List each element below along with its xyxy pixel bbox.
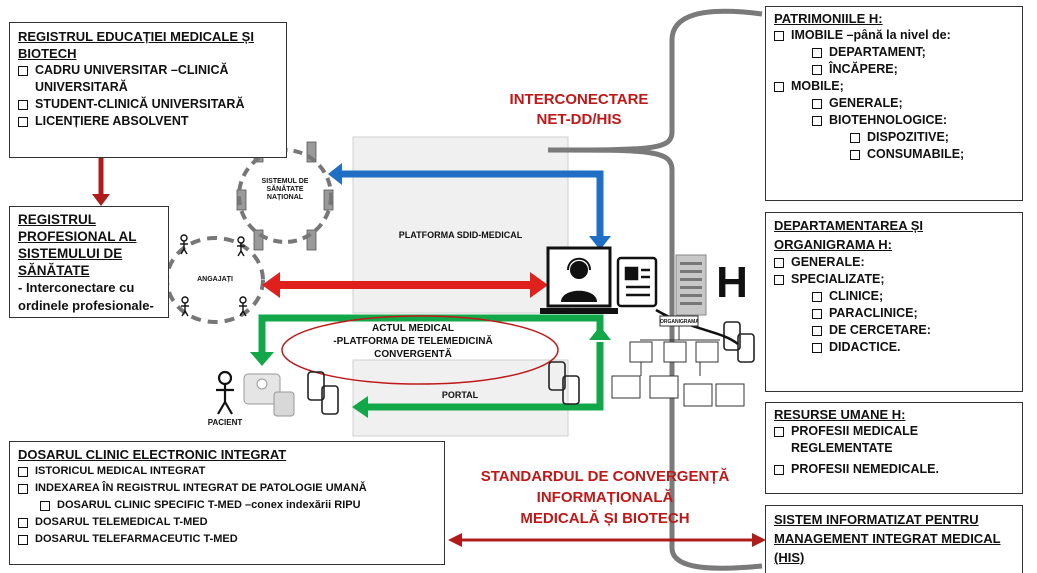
patrimoniu-title: PATRIMONIILE H: (774, 11, 883, 26)
registru-profesional-line1: - Interconectare cu (18, 280, 135, 295)
platforma-label: PLATFORMA SDID-MEDICAL (398, 230, 523, 240)
pacient-label: PACIENT (207, 418, 243, 427)
checkbox-item: ÎNCĂPERE; (812, 61, 1014, 78)
organigrama-label: ORGANIGRAMA (660, 319, 699, 325)
telemedicine-ellipse (281, 315, 559, 385)
checkbox-item: PARACLINICE; (812, 305, 1014, 322)
checkbox-item: BIOTEHNOLOGICE: (812, 112, 1014, 129)
dosar-clinic-title: DOSARUL CLINIC ELECTRONIC INTEGRAT (18, 447, 287, 462)
portal-label: PORTAL (441, 390, 479, 400)
portal-panel (352, 359, 569, 437)
patient-figure (216, 370, 234, 415)
departamentarea-title: DEPARTAMENTAREA ȘI ORGANIGRAMA H: (774, 218, 924, 252)
checkbox-item: GENERALE: (774, 254, 1014, 271)
departamentarea-box: DEPARTAMENTAREA ȘI ORGANIGRAMA H: GENERA… (765, 212, 1023, 392)
phone-sync-icon (723, 321, 755, 363)
checkbox-item: DOSARUL TELEMEDICAL T-MED (18, 514, 436, 531)
checkbox-item: MOBILE; (774, 78, 1014, 95)
checkbox-item: GENERALE; (812, 95, 1014, 112)
checkbox-item: LICENȚIERE ABSOLVENT (18, 113, 278, 130)
bracket-shape (547, 8, 763, 571)
checkbox-item: PROFESII MEDICALE REGLEMENTATE (774, 423, 924, 457)
his-box: SISTEM INFORMATIZAT PENTRU MANAGEMENT IN… (765, 505, 1023, 573)
resurse-box: RESURSE UMANE H: PROFESII MEDICALE REGLE… (765, 402, 1023, 494)
organigram-chart (611, 315, 745, 407)
checkbox-item: DE CERCETARE: (812, 322, 1014, 339)
checkbox-item: DOSARUL TELEFARMACEUTIC T-MED (18, 531, 436, 548)
sistemul-national-label: SISTEMUL DE SĂNĂTATE NAȚIONAL (261, 178, 309, 201)
blue-arrow (342, 170, 604, 238)
resurse-title: RESURSE UMANE H: (774, 407, 906, 422)
patient-phone-icon (307, 371, 339, 415)
medical-device-icon (243, 373, 295, 417)
registru-educatie-title: REGISTRUL EDUCAȚIEI MEDICALE ȘI BIOTECH (18, 29, 254, 61)
patrimoniu-box: PATRIMONIILE H: IMOBILE –până la nivel d… (765, 6, 1023, 201)
checkbox-item: ISTORICUL MEDICAL INTEGRAT (18, 463, 436, 480)
checkbox-item: DOSARUL CLINIC SPECIFIC T-MED –conex ind… (40, 497, 436, 514)
curved-connector (655, 308, 739, 346)
checkbox-item: PROFESII NEMEDICALE. (774, 461, 1014, 478)
doctor-computer-icon (540, 246, 618, 314)
document-icon (616, 256, 658, 308)
checkbox-item: SPECIALIZATE; (774, 271, 1014, 288)
checkbox-item: CLINICE; (812, 288, 1014, 305)
arrowhead-down (92, 194, 110, 206)
checkbox-item: DIDACTICE. (812, 339, 1014, 356)
checkbox-item: STUDENT-CLINICĂ UNIVERSITARĂ (18, 96, 278, 113)
checkbox-item: IMOBILE –până la nivel de: (774, 27, 1014, 44)
stick-figures-staff (180, 234, 247, 317)
checkbox-item: CADRU UNIVERSITAR –CLINICĂ UNIVERSITARĂ (18, 62, 278, 96)
registru-profesional-line2: ordinele profesionale- (18, 298, 154, 313)
green-arrow-bottom (366, 342, 604, 411)
registru-profesional-box: REGISTRUL PROFESIONAL AL SISTEMULUI DE S… (9, 206, 169, 318)
registru-profesional-title: REGISTRUL PROFESIONAL AL SISTEMULUI DE S… (18, 212, 137, 278)
hospital-building-icon (675, 254, 707, 316)
angajati-label: ANGAJAȚI (197, 276, 233, 283)
registru-educatie-box: REGISTRUL EDUCAȚIEI MEDICALE ȘI BIOTECH … (9, 22, 287, 158)
his-title: SISTEM INFORMATIZAT PENTRU MANAGEMENT IN… (774, 512, 1001, 565)
dosar-clinic-box: DOSARUL CLINIC ELECTRONIC INTEGRAT ISTOR… (9, 441, 445, 565)
checkbox-item: DISPOZITIVE; (850, 129, 1014, 146)
hospital-letter: H (716, 258, 748, 307)
portal-phone-icon (548, 361, 580, 405)
checkbox-item: DEPARTAMENT; (812, 44, 1014, 61)
checkbox-item: INDEXAREA ÎN REGISTRUL INTEGRAT DE PATOL… (18, 480, 436, 497)
checkbox-item: CONSUMABILE; (850, 146, 1014, 163)
